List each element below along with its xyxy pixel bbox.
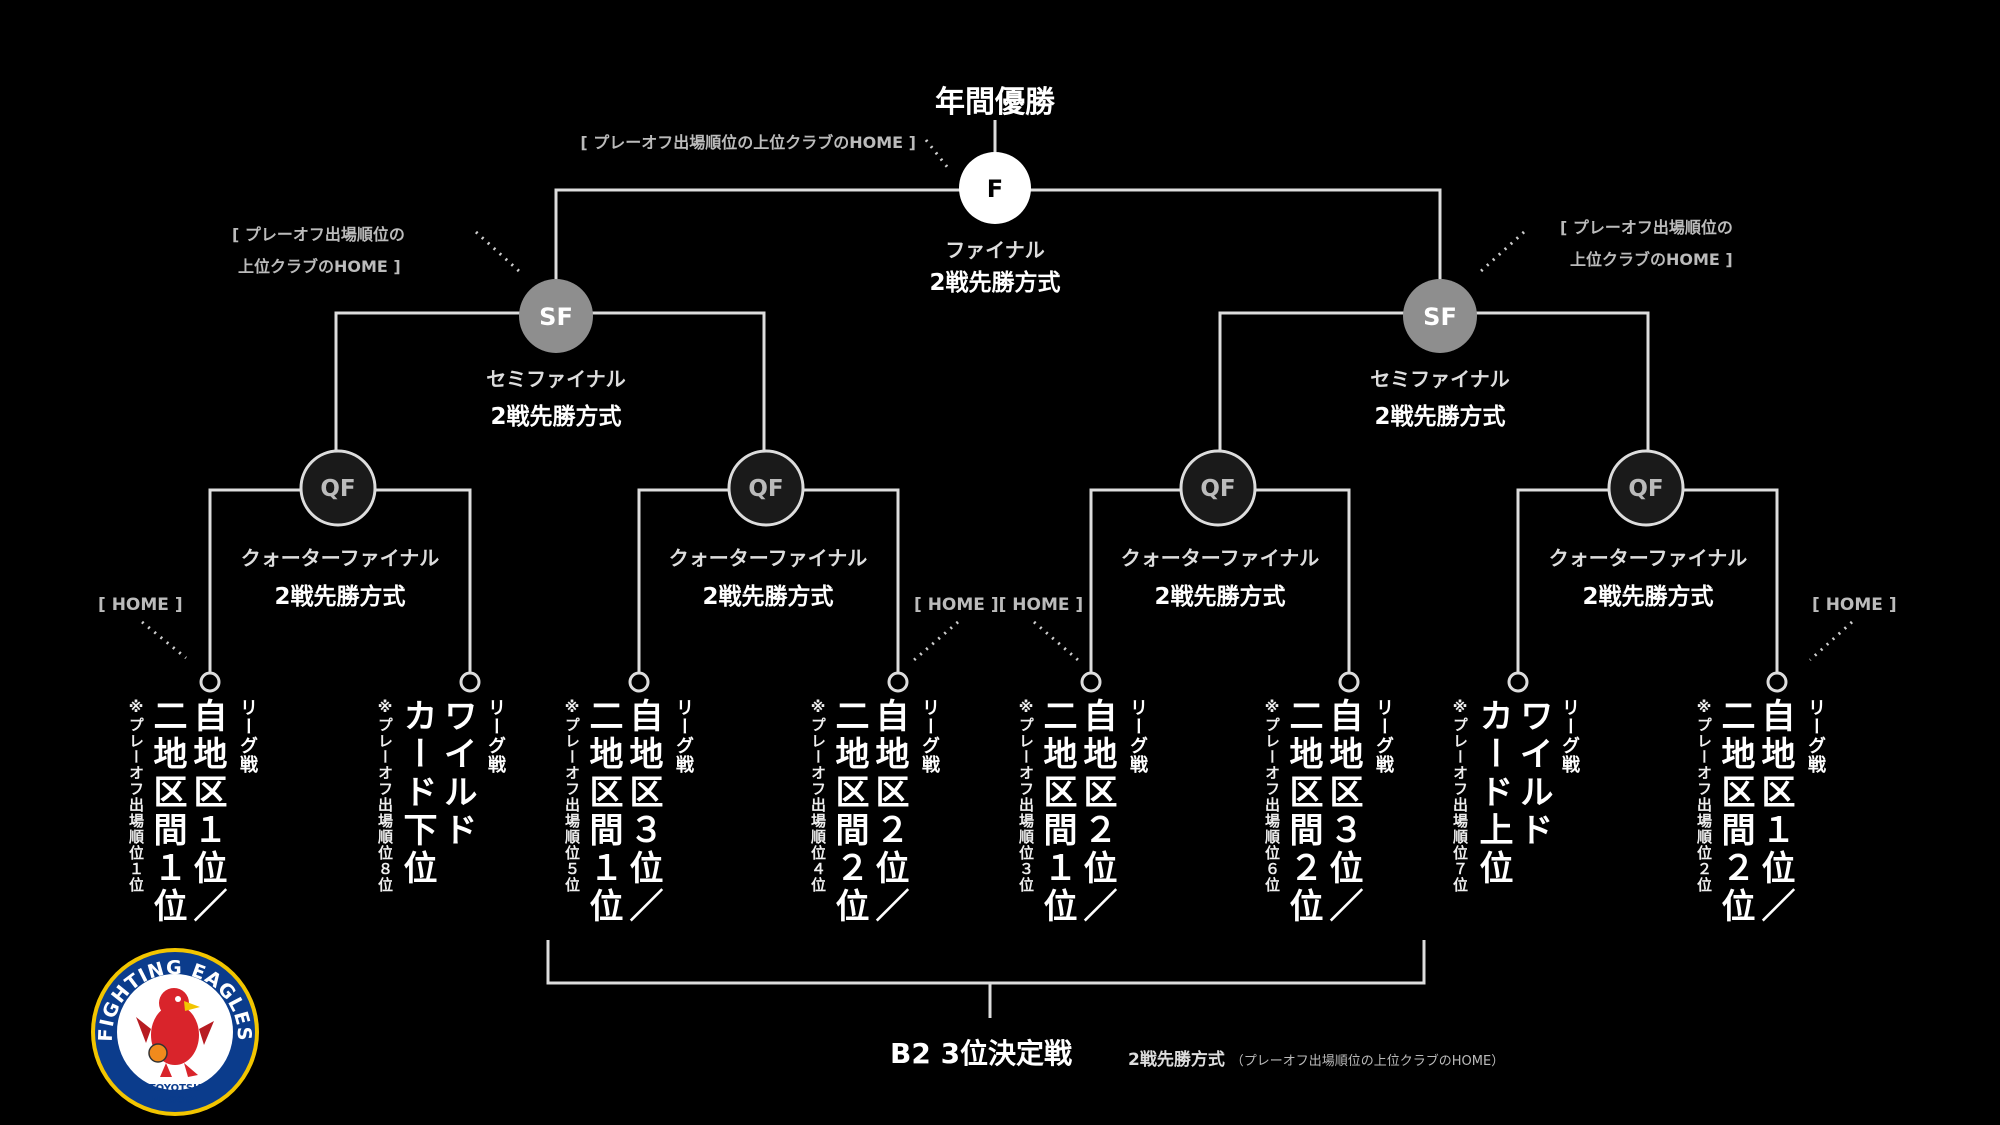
qf-3-format: 2戦先勝方式 [1154, 583, 1285, 610]
final-node-label: F [987, 175, 1003, 203]
seed-2-header: リーグ戦 [485, 698, 506, 774]
qf-1-format: 2戦先勝方式 [274, 583, 405, 610]
seed-6-main-line1: 自地区３位／ [1323, 698, 1363, 926]
seed-6-header: リーグ戦 [1373, 698, 1394, 774]
seed-3-header: リーグ戦 [673, 698, 694, 774]
sf-right-label: セミファイナル [1370, 367, 1510, 391]
semifinal-node-right: SF [1403, 279, 1477, 353]
seed-5-header: リーグ戦 [1127, 698, 1148, 774]
seed-8-note: ※プレーオフ出場順位２位 [1695, 698, 1713, 893]
qf-2-format: 2戦先勝方式 [702, 583, 833, 610]
sf-left-format: 2戦先勝方式 [490, 403, 621, 430]
seed-5-note: ※プレーオフ出場順位３位 [1017, 698, 1035, 893]
seed-4-note: ※プレーオフ出場順位４位 [809, 698, 827, 893]
third-place-title: B2 3位決定戦 [890, 1037, 1073, 1070]
quarterfinal-node-2: QF [727, 449, 805, 527]
seed-6-note: ※プレーオフ出場順位６位 [1263, 698, 1281, 893]
seed-7-main-line1: ワイルド [1513, 698, 1553, 850]
third-place-note: （プレーオフ出場順位の上位クラブのHOME） [1230, 1054, 1505, 1069]
seed-7-note: ※プレーオフ出場順位７位 [1451, 698, 1469, 893]
seed-3-main-line2: 二地区間１位 [583, 698, 623, 926]
sf-left-note-line1: [ プレーオフ出場順位の [232, 225, 405, 244]
seed-4-header: リーグ戦 [919, 698, 940, 774]
seed-4-main-line1: 自地区２位／ [869, 698, 909, 926]
qf-1-label: クォーターファイナル [241, 546, 439, 570]
seed-5-main-line1: 自地区２位／ [1077, 698, 1117, 926]
quarterfinal-node-3: QF [1179, 449, 1257, 527]
sf-right-node-label: SF [1423, 303, 1457, 331]
sf-right-format: 2戦先勝方式 [1374, 403, 1505, 430]
final-label: ファイナル [945, 238, 1045, 262]
seed-3-note: ※プレーオフ出場順位５位 [563, 698, 581, 893]
qf-2-node-label: QF [748, 476, 783, 502]
third-place-detail: 2戦先勝方式 （プレーオフ出場順位の上位クラブのHOME） [1128, 1045, 1504, 1070]
home-tag-seed1: [ HOME ] [98, 595, 183, 615]
team-logo: FIGHTING EAGLES TOYOTSU NAGOYA [91, 948, 259, 1116]
logo-bottom-text-1: TOYOTSU [149, 1083, 202, 1094]
sf-left-label: セミファイナル [486, 367, 626, 391]
sf-right-note-line2: 上位クラブのHOME ] [1570, 250, 1733, 269]
qf-2-label: クォーターファイナル [669, 546, 867, 570]
seed-endpoints [199, 671, 1788, 693]
seed-8-header: リーグ戦 [1805, 698, 1826, 774]
qf-4-label: クォーターファイナル [1549, 546, 1747, 570]
champion-title: 年間優勝 [935, 85, 1056, 120]
seed-1-main-line2: 二地区間１位 [147, 698, 187, 926]
qf-4-format: 2戦先勝方式 [1582, 583, 1713, 610]
sf-left-note-line2: 上位クラブのHOME ] [238, 257, 401, 276]
home-tag-seed2: [ HOME ] [1812, 595, 1897, 615]
semifinal-node-left: SF [519, 279, 593, 353]
seed-2-main-line2: カード下位 [397, 698, 437, 888]
home-pointers [141, 139, 1854, 662]
qf-3-node-label: QF [1200, 476, 1235, 502]
seed-5-main-line2: 二地区間１位 [1037, 698, 1077, 926]
qf-4-node-label: QF [1628, 476, 1663, 502]
home-tag-center-pair: [ HOME ][ HOME ] [914, 595, 1083, 615]
final-home-note: [ プレーオフ出場順位の上位クラブのHOME ] [580, 133, 916, 152]
final-format: 2戦先勝方式 [929, 269, 1060, 296]
logo-bottom-text-2: NAGOYA [152, 1095, 199, 1106]
seed-1-note: ※プレーオフ出場順位１位 [127, 698, 145, 893]
third-place-format: 2戦先勝方式 [1128, 1050, 1225, 1070]
seed-3-main-line1: 自地区３位／ [623, 698, 663, 926]
qf-1-node-label: QF [320, 476, 355, 502]
sf-left-node-label: SF [539, 303, 573, 331]
seed-2-note: ※プレーオフ出場順位８位 [376, 698, 394, 893]
seed-2-main-line1: ワイルド [437, 698, 477, 850]
seed-8-main-line1: 自地区１位／ [1755, 698, 1795, 926]
seed-6-main-line2: 二地区間２位 [1283, 698, 1323, 926]
quarterfinal-node-4: QF [1607, 449, 1685, 527]
seed-8-main-line2: 二地区間２位 [1715, 698, 1755, 926]
seed-1-header: リーグ戦 [237, 698, 258, 774]
final-node: F [959, 152, 1031, 224]
seed-1-main-line1: 自地区１位／ [187, 698, 227, 926]
seed-7-main-line2: カード上位 [1473, 698, 1513, 888]
quarterfinal-node-1: QF [299, 449, 377, 527]
eagle-mascot-icon [136, 988, 214, 1077]
seed-4-main-line2: 二地区間２位 [829, 698, 869, 926]
sf-right-note-line1: [ プレーオフ出場順位の [1560, 218, 1733, 237]
qf-3-label: クォーターファイナル [1121, 546, 1319, 570]
seed-7-header: リーグ戦 [1559, 698, 1580, 774]
